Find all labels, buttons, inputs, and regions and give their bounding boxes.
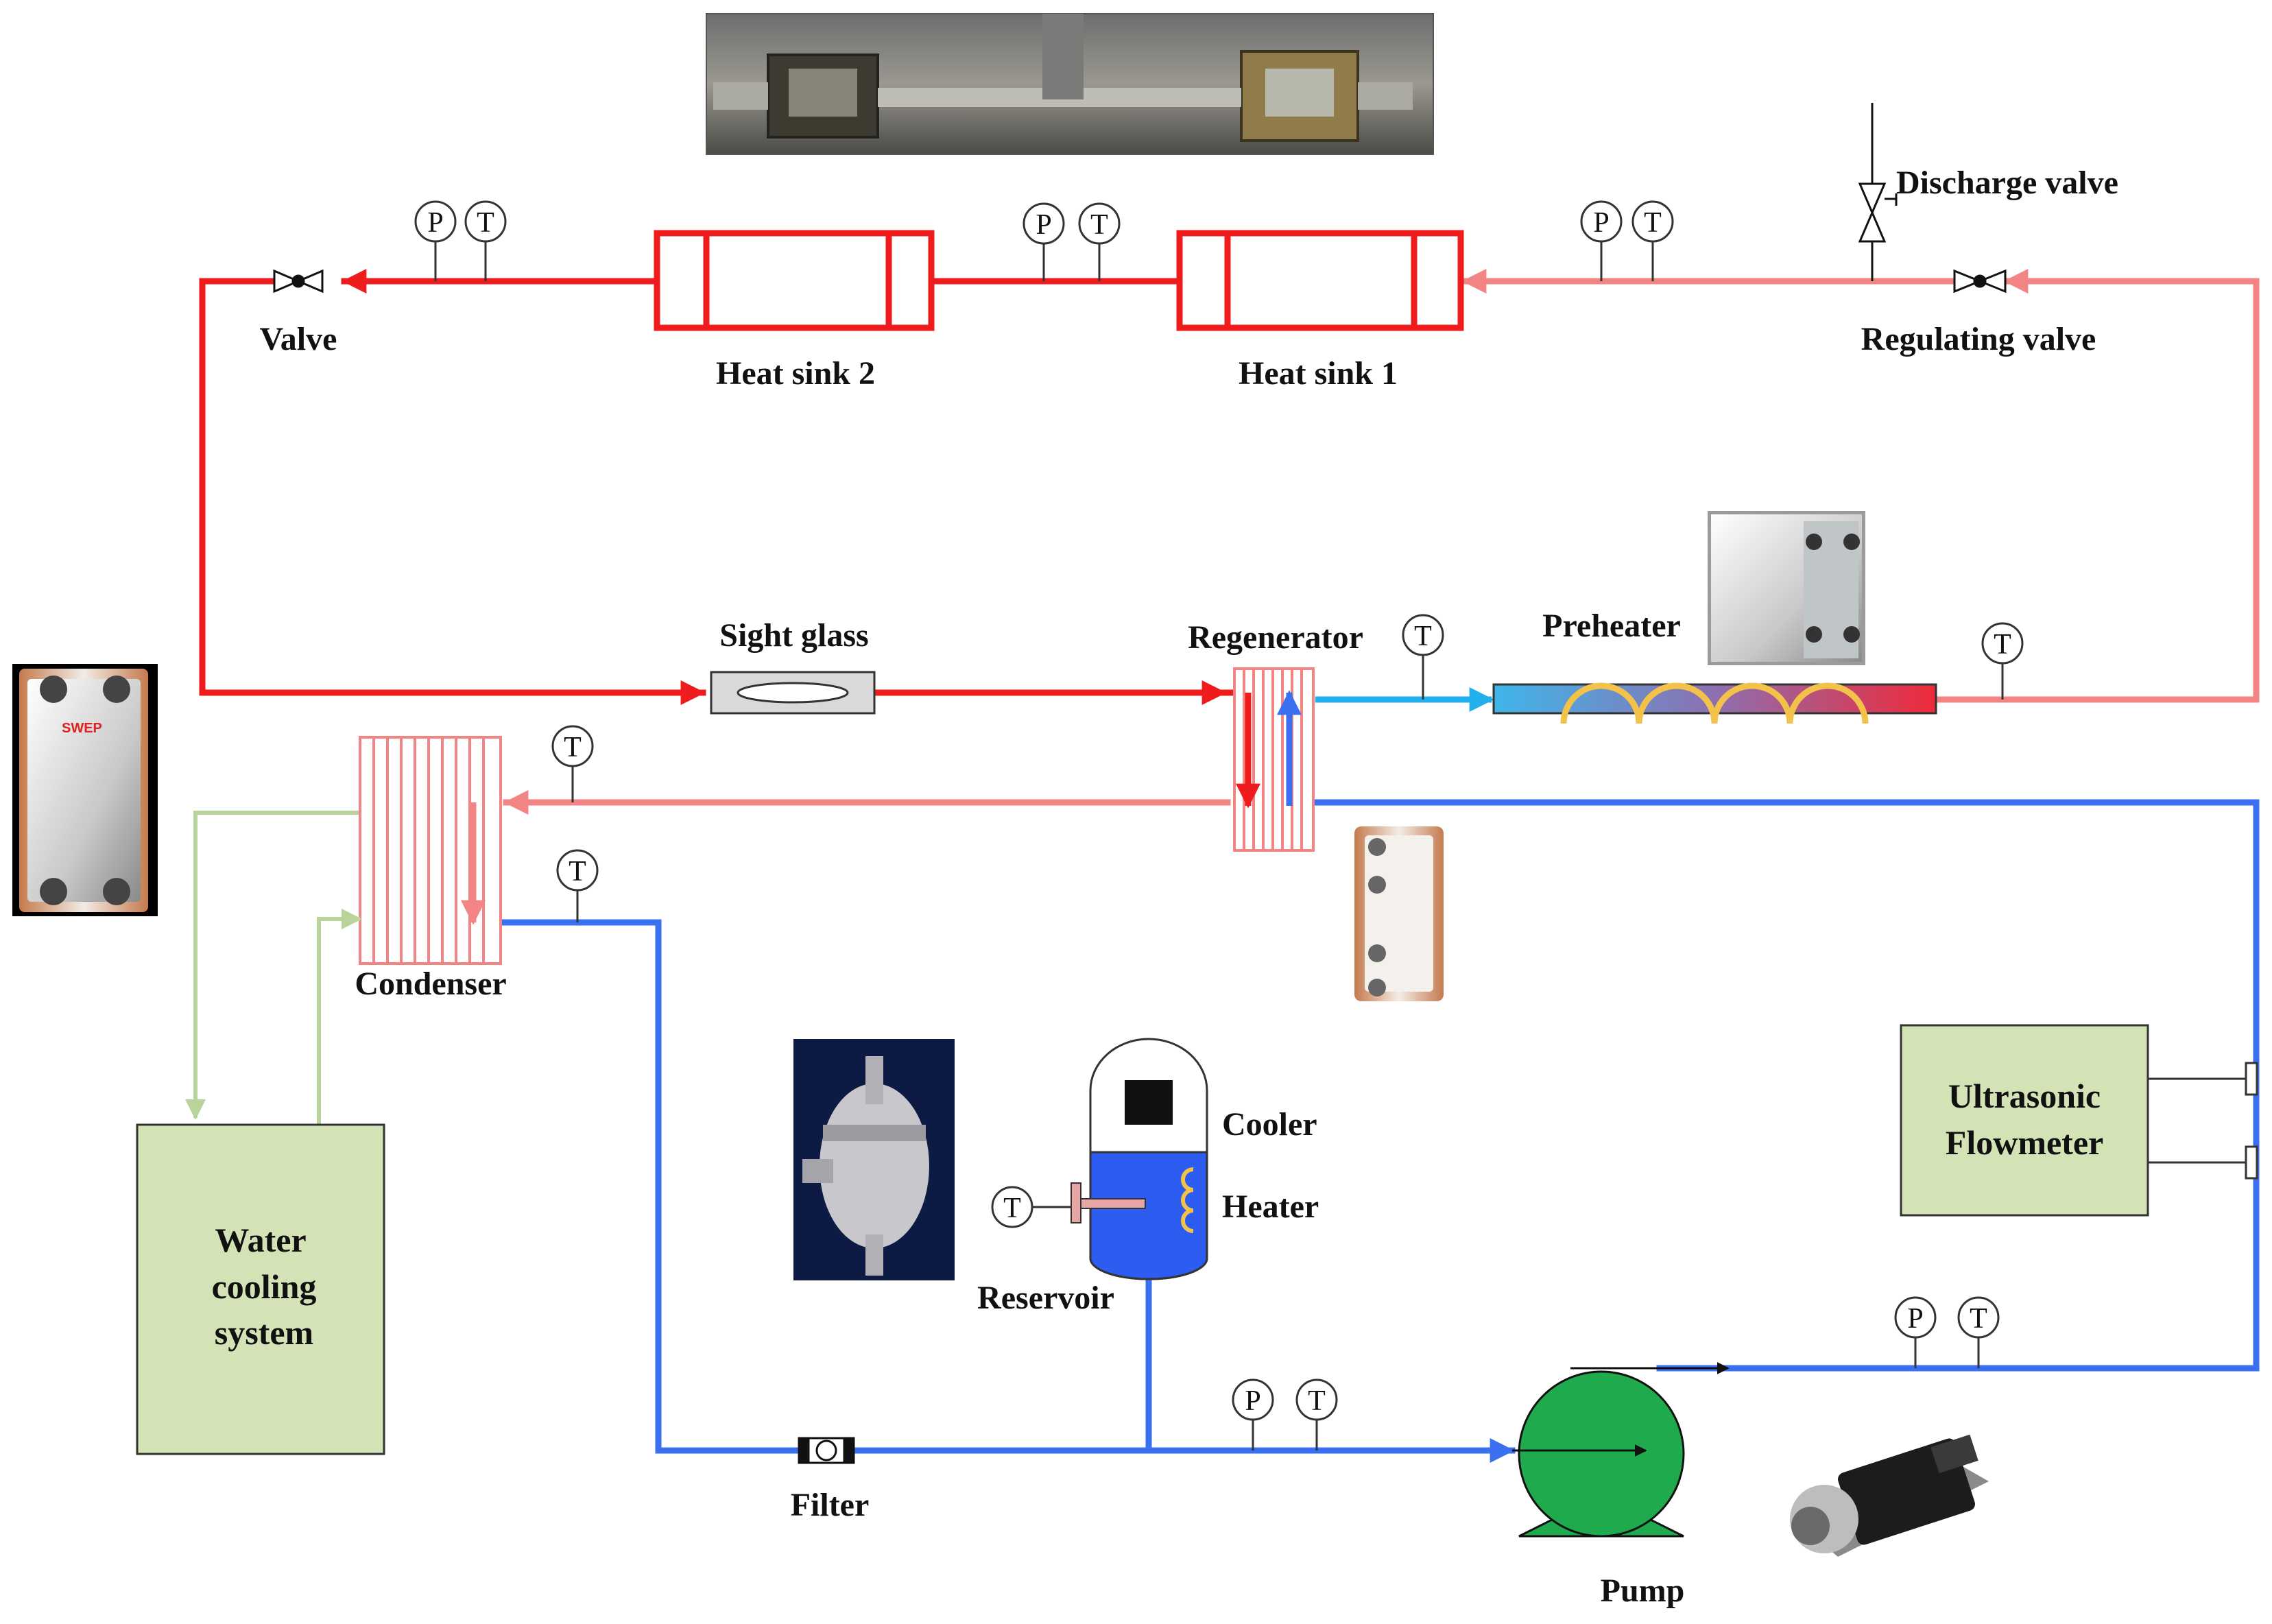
filter-photo [793,1039,955,1280]
filter [798,1437,855,1464]
heat-sink-2-label: Heat sink 2 [716,355,875,392]
filter-label: Filter [791,1487,870,1523]
plate-heat-exchanger-photo-left: SWEP [12,664,158,916]
condenser-label: Condenser [355,966,506,1002]
flowmeter-label-line2: Flowmeter [1946,1123,2103,1162]
preheater [1492,682,1937,724]
gauge-group-inlet: P T [1580,200,1674,281]
flowmeter [1900,1024,2258,1217]
pressure-gauge-label: P [427,207,443,239]
temperature-gauge-label: T [1090,209,1108,241]
water-cooling-label-line3: system [215,1313,313,1352]
regulating-valve-label: Regulating valve [1861,321,2096,357]
preheater-label: Preheater [1542,608,1681,644]
temperature-gauge-label: T [1970,1303,1987,1335]
temperature-gauge-label: T [1414,621,1432,652]
heat-sink-1-label: Heat sink 1 [1239,355,1398,392]
heat-sink-1 [1176,230,1464,331]
regenerator-photo [1354,826,1444,1001]
discharge-valve-icon [1858,103,1898,281]
reservoir [1071,1038,1208,1280]
pressure-gauge-label: P [1593,207,1609,239]
regenerator-label: Regenerator [1188,619,1363,656]
heat-sink-2 [654,230,935,331]
flowmeter-label-line1: Ultrasonic [1948,1077,2101,1115]
gauge-regenerator-outlet: T [1402,614,1444,700]
water-cooling-label-line1: Water [215,1221,306,1259]
gauge-group-pump-inlet: P T [1232,1378,1338,1450]
gauge-preheater-outlet: T [1981,622,2024,700]
gauge-condenser-inlet: T [551,725,594,802]
water-cooling-box [136,1123,385,1455]
sight-glass-label: Sight glass [719,617,868,654]
svg-text:SWEP: SWEP [62,721,102,736]
regulating-valve-icon [1953,269,2007,294]
valve-icon [273,269,324,294]
hot-line [199,269,1260,809]
temperature-gauge-label: T [1003,1193,1021,1224]
gauge-condenser-outlet: T [556,849,599,922]
pump-label: Pump [1601,1573,1685,1609]
water-cooling-label-line2: cooling [212,1267,317,1306]
temperature-gauge-label: T [477,207,494,239]
condenser [359,736,502,965]
reservoir-label: Reservoir [977,1280,1114,1316]
valve-label: Valve [260,321,337,357]
discharge-valve-label: Discharge valve [1896,165,2118,201]
gauge-group-between-sinks: P T [1023,202,1121,281]
temperature-gauge-label: T [564,732,582,763]
gauge-group-pump-outlet: P T [1894,1296,2000,1368]
temperature-gauge-label: T [1994,629,2011,660]
pressure-gauge-label: P [1907,1303,1923,1335]
pressure-gauge-label: P [1245,1385,1260,1417]
pump [1512,1362,1730,1538]
temperature-gauge-label: T [1308,1385,1326,1417]
temperature-gauge-label: T [569,856,586,887]
pressure-gauge-label: P [1036,209,1051,241]
preheater-photo [1708,511,1865,665]
sight-glass [710,671,876,715]
temperature-gauge-label: T [1644,207,1662,239]
gauge-reservoir: T [991,1186,1071,1228]
heater-label: Heater [1222,1189,1319,1225]
heat-sink-photo [706,13,1434,155]
cooler-label: Cooler [1222,1106,1317,1143]
pump-photo [1790,1434,1989,1557]
gauge-group-valve: P T [414,200,507,281]
